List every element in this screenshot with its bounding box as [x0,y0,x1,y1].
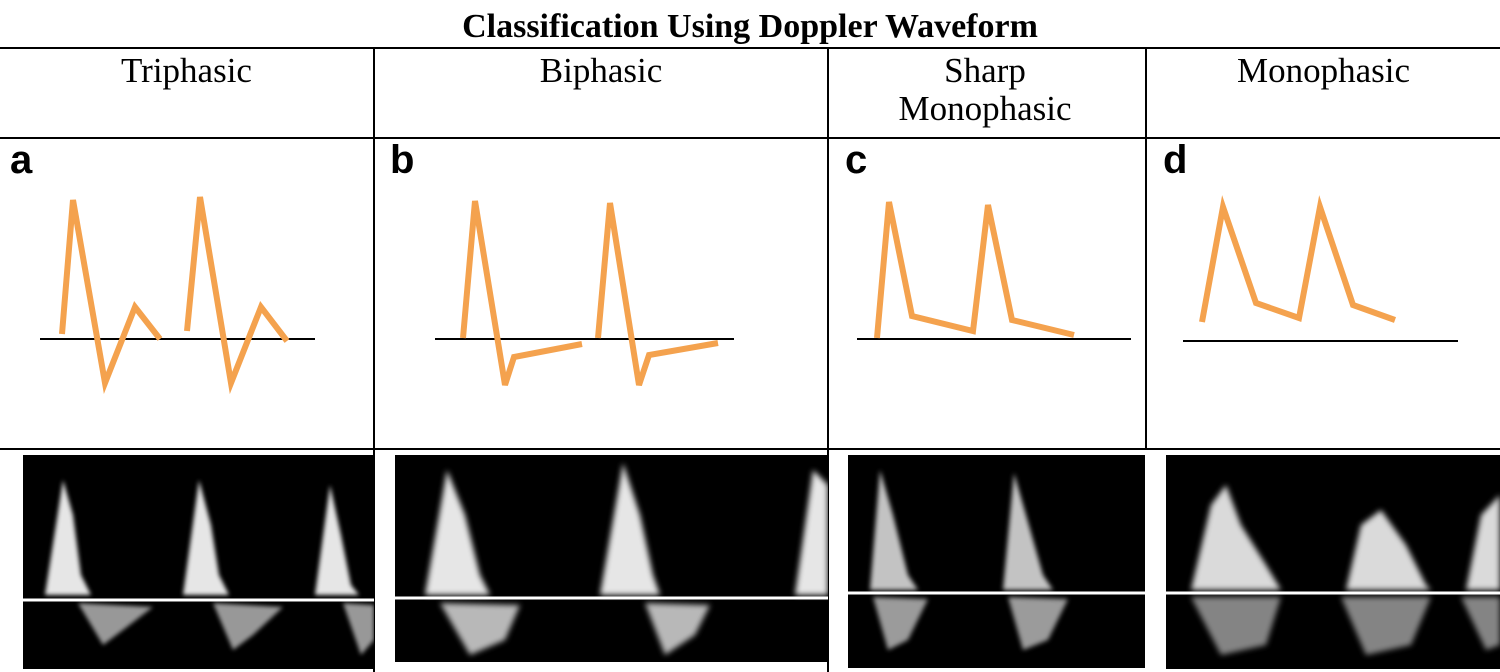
spectral-peak [1003,473,1053,590]
spectral-peak [183,480,229,595]
waveform-biphasic [460,200,583,386]
spectral-peak [1466,495,1500,590]
column-heading-triphasic: Triphasic [121,51,252,90]
spectral-reverse [440,603,520,655]
spectral-peak [1346,510,1431,590]
waveform-triphasic [59,199,163,395]
waveform-triphasic [184,196,290,395]
figure-title: Classification Using Doppler Waveform [462,8,1038,45]
spectral-reverse [645,603,710,655]
panel-label-a: a [10,138,33,182]
doppler-image-triphasic [23,455,374,669]
spectral-peak [870,470,918,590]
diagram-divider [0,448,1500,450]
spectral-reverse [78,603,153,645]
waveform-monophasic [1199,195,1397,323]
spectral-peak [425,470,490,595]
header-divider [0,137,1500,139]
spectral-reverse [1341,597,1431,655]
spectral-reverse [1461,597,1500,650]
spectral-reverse [343,603,374,655]
column-heading-biphasic: Biphasic [539,51,663,90]
waveform-sharp-monophasic [874,201,1075,339]
panel-label-d: d [1163,138,1188,182]
spectral-reverse [1008,597,1068,650]
spectral-peak [315,485,359,595]
title-divider [0,47,1500,49]
spectral-peak [795,470,828,595]
spectral-reverse [213,603,283,650]
column-divider [827,48,829,672]
waveform-biphasic [595,202,719,386]
doppler-image-biphasic [395,455,828,662]
panel-label-b: b [390,138,415,182]
column-heading-sharp-monophasic: Sharp Monophasic [898,51,1072,128]
doppler-image-sharp-monophasic [848,455,1145,668]
spectral-peak [45,480,91,595]
column-divider [373,48,375,672]
spectral-reverse [873,597,928,650]
spectral-reverse [1191,597,1281,655]
panel-label-c: c [845,138,868,182]
spectral-peak [600,463,660,595]
column-divider [1145,48,1147,450]
spectral-peak [1191,485,1281,590]
column-heading-monophasic: Monophasic [1236,51,1411,90]
doppler-image-monophasic [1166,455,1500,669]
